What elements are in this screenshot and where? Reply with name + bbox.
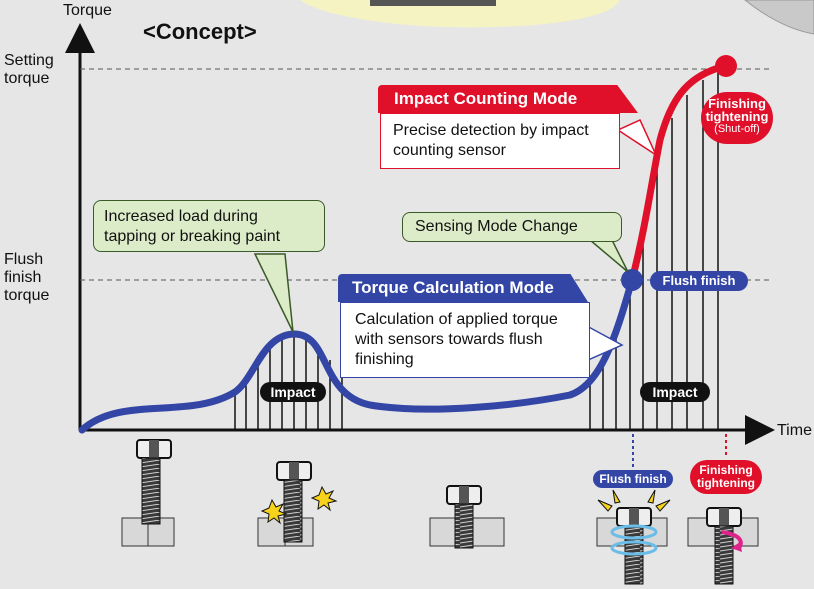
bolt-icon: [687, 507, 759, 585]
flush-finish-torque-label: Flush finish torque: [4, 251, 50, 304]
impact-badge: Impact: [260, 382, 326, 402]
bolt-icon: [121, 439, 175, 547]
x-axis-label: Time: [777, 422, 812, 439]
increased-load-pointer: [253, 253, 294, 333]
finishing-tightening-badge: Finishing tightening (Shut-off): [701, 92, 773, 144]
impact-counting-pointer: [616, 119, 658, 158]
finishing-line2-bottom: tightening: [697, 476, 755, 490]
finishing-line1: Finishing: [708, 96, 766, 111]
concept-title: <Concept>: [143, 19, 257, 44]
top-right-device: [744, 0, 814, 35]
top-bubble: [300, 0, 620, 28]
bolt-icon: [257, 461, 314, 547]
spark-icon: [260, 498, 288, 525]
flush-finish-point: [621, 269, 643, 291]
torque-calculation-mode-title: Torque Calculation Mode: [338, 274, 588, 302]
shut-off-label: (Shut-off): [714, 123, 760, 135]
torque-curve-blue: [78, 276, 636, 434]
torque-curve-red: [628, 62, 729, 284]
impact-badge: Impact: [640, 382, 710, 402]
rotation-arrow-icon: [721, 530, 743, 552]
rotation-arrow-icon: [610, 524, 658, 556]
impact-counting-mode-title: Impact Counting Mode: [378, 85, 638, 113]
finishing-line1-bottom: Finishing: [699, 463, 753, 477]
bolt-icon: [429, 485, 505, 549]
y-axis-label: Torque: [63, 2, 112, 19]
finishing-line2: tightening: [705, 109, 769, 124]
setting-torque-point: [715, 55, 737, 77]
finishing-tightening-badge-bottom: Finishing tightening: [690, 460, 762, 494]
torque-calculation-mode-description: Calculation of applied torque with senso…: [340, 302, 590, 378]
impact-counting-mode-description: Precise detection by impact counting sen…: [380, 113, 620, 169]
sensing-mode-pointer: [587, 239, 629, 273]
sensing-mode-callout: Sensing Mode Change: [402, 212, 622, 242]
spark-icon: [310, 485, 338, 512]
setting-torque-label: Setting torque: [4, 52, 54, 87]
increased-load-callout: Increased load during tapping or breakin…: [93, 200, 325, 252]
flush-finish-badge: Flush finish: [650, 271, 748, 291]
flush-finish-badge-bottom: Flush finish: [593, 470, 673, 488]
vibration-mark-icon: [597, 489, 671, 512]
top-device-edge: [370, 0, 496, 6]
